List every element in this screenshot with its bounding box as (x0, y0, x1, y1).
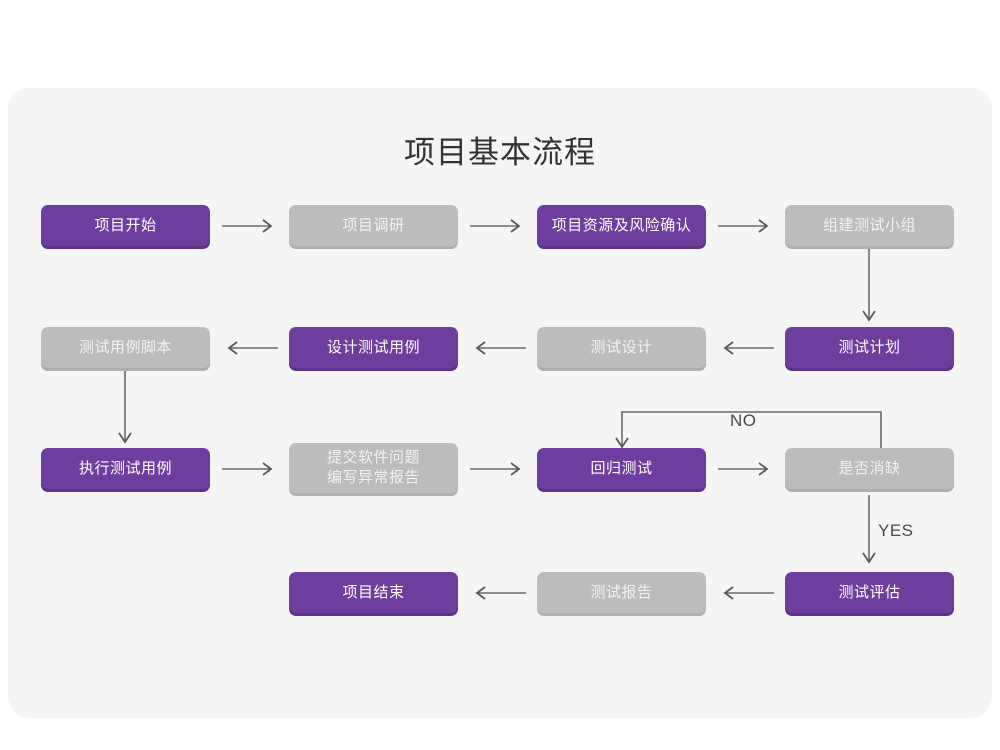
node-project-start[interactable]: 项目开始 (41, 205, 210, 246)
node-label: 项目调研 (342, 216, 405, 234)
node-test-case-script[interactable]: 测试用例脚本 (41, 327, 210, 368)
node-label: 测试评估 (838, 583, 901, 601)
node-test-design[interactable]: 测试设计 (537, 327, 706, 368)
edge-label-no: NO (730, 411, 757, 430)
node-label: 组建测试小组 (822, 216, 916, 234)
node-label: 项目资源及风险确认 (551, 216, 692, 234)
node-label-line-1: 提交软件问题 (326, 449, 420, 466)
node-label: 回归测试 (590, 459, 653, 477)
node-label: 项目开始 (94, 216, 157, 234)
node-label-group: 提交软件问题 编写异常报告 (327, 448, 420, 488)
node-label: 项目结束 (342, 583, 405, 601)
node-label: 测试设计 (590, 338, 653, 356)
node-label-line-2: 编写异常报告 (326, 469, 420, 486)
node-execute-test-case[interactable]: 执行测试用例 (41, 448, 210, 489)
node-design-test-case[interactable]: 设计测试用例 (289, 327, 458, 368)
node-project-research[interactable]: 项目调研 (289, 205, 458, 246)
node-label: 设计测试用例 (326, 338, 420, 356)
node-regression-test[interactable]: 回归测试 (537, 448, 706, 489)
node-test-plan[interactable]: 测试计划 (785, 327, 954, 368)
edge-label-yes: YES (878, 521, 914, 540)
page-title: 项目基本流程 (404, 135, 596, 170)
node-label: 是否消缺 (838, 459, 901, 477)
node-label: 执行测试用例 (78, 459, 172, 477)
node-label: 测试用例脚本 (78, 338, 172, 356)
node-test-report[interactable]: 测试报告 (537, 572, 706, 613)
node-project-end[interactable]: 项目结束 (289, 572, 458, 613)
node-build-test-team[interactable]: 组建测试小组 (785, 205, 954, 246)
diagram-panel (8, 88, 992, 718)
node-submit-issue-report[interactable]: 提交软件问题 编写异常报告 (289, 443, 458, 493)
node-resource-risk-confirm[interactable]: 项目资源及风险确认 (537, 205, 706, 246)
node-label: 测试计划 (838, 338, 901, 356)
node-test-evaluation[interactable]: 测试评估 (785, 572, 954, 613)
node-defect-cleared[interactable]: 是否消缺 (785, 448, 954, 489)
node-label: 测试报告 (590, 583, 653, 601)
